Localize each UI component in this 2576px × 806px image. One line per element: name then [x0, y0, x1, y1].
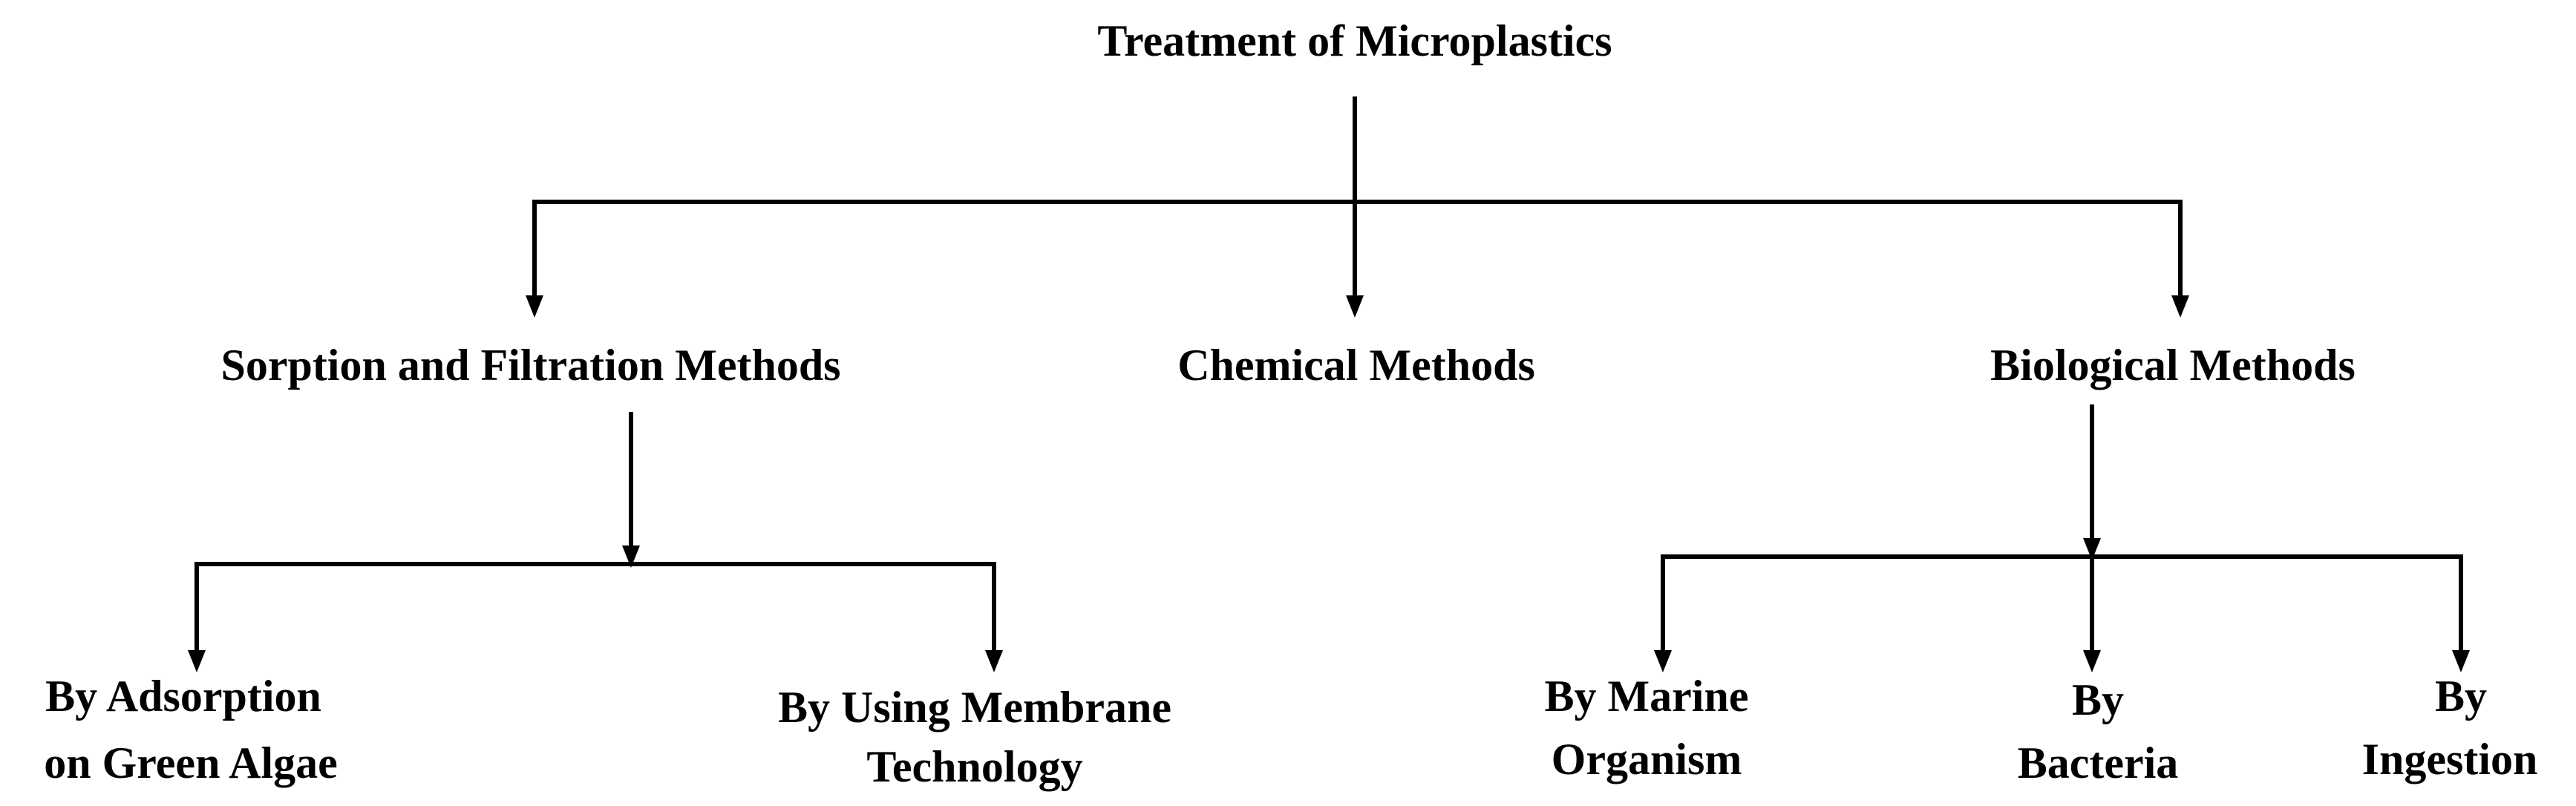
- method-biological-label: Biological Methods: [1990, 341, 2356, 390]
- leaf-membrane-line2: Technology: [866, 742, 1082, 791]
- arrow-sorption-stem-icon: [622, 545, 640, 568]
- leaf-bacteria-line2: Bacteria: [2018, 738, 2179, 787]
- arrowheads: [188, 295, 2470, 672]
- leaf-ingestion-line2: Ingestion: [2362, 735, 2538, 784]
- leaf-membrane-line1: By Using Membrane: [778, 683, 1171, 732]
- arrow-bacteria-icon: [2083, 650, 2101, 672]
- arrow-biological-stem-icon: [2083, 538, 2101, 560]
- arrow-ingestion-icon: [2452, 650, 2470, 672]
- method-sorption-label: Sorption and Filtration Methods: [220, 341, 840, 390]
- root-node-label: Treatment of Microplastics: [1097, 16, 1612, 65]
- arrow-biological-icon: [2171, 295, 2189, 318]
- method-chemical-label: Chemical Methods: [1177, 341, 1535, 390]
- arrow-marine-icon: [1654, 650, 1672, 672]
- leaf-adsorption-line2: on Green Algae: [44, 738, 338, 787]
- arrow-chemical-icon: [1346, 295, 1364, 318]
- arrow-adsorption-icon: [188, 650, 206, 672]
- leaf-ingestion-line1: By: [2435, 672, 2487, 721]
- leaf-adsorption-line1: By Adsorption: [45, 672, 321, 721]
- leaf-marine-line2: Organism: [1552, 735, 1742, 784]
- leaf-bacteria-line1: By: [2072, 675, 2124, 724]
- connectors: [194, 96, 2463, 652]
- leaf-marine-line1: By Marine: [1545, 672, 1749, 721]
- node-labels: Treatment of Microplastics Sorption and …: [44, 16, 2537, 791]
- arrow-membrane-icon: [985, 650, 1003, 672]
- arrow-sorption-icon: [526, 295, 543, 318]
